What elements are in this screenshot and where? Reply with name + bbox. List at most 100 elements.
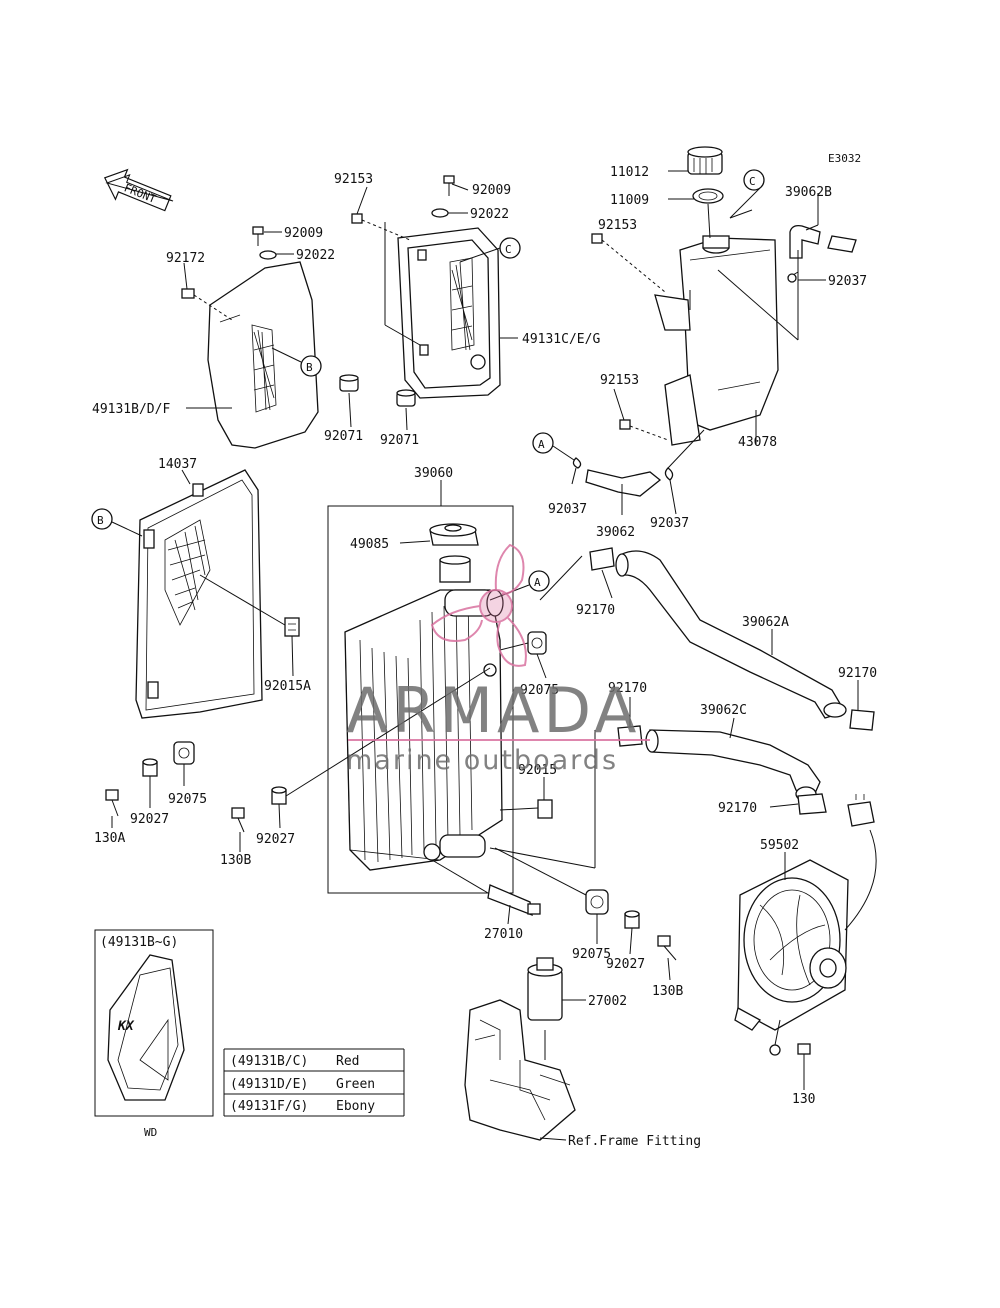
radiator-cap-49085 (429, 523, 479, 546)
label-92015A: 92015A (264, 679, 311, 694)
clamp-92037-a (787, 273, 797, 283)
collar-92027-c (624, 910, 640, 929)
inset-title: (49131B~G) (100, 935, 178, 950)
label-92037-a: 92037 (828, 274, 867, 289)
label-92027-c: 92027 (606, 957, 645, 972)
ref-b-1 (300, 355, 322, 377)
label-92037-b: 92037 (548, 502, 587, 517)
reservoir-cap-11012 (687, 146, 723, 175)
ref-c-2-label: C (505, 243, 512, 256)
clip-92015A (284, 617, 300, 637)
ref-b-1-label: B (306, 361, 313, 374)
label-92037-c: 92037 (650, 516, 689, 531)
leader-lines (111, 170, 859, 1141)
label-130B-b: 130B (652, 984, 683, 999)
color-row-2-part: (49131F/G) (230, 1099, 308, 1114)
label-92075-c: 92075 (572, 947, 611, 962)
label-92022-top: 92022 (470, 207, 509, 222)
color-row-1-color: Green (336, 1077, 375, 1092)
label-92071-b: 92071 (380, 433, 419, 448)
clamp-92170-b (849, 709, 875, 731)
collar-92027-b (271, 786, 287, 805)
frame-bracket (464, 999, 576, 1141)
propeller-logo-icon (430, 543, 527, 667)
bolt-92153-top (351, 213, 363, 224)
shroud-left (207, 261, 319, 449)
ref-c-1 (743, 169, 765, 191)
label-130A: 130A (94, 831, 125, 846)
color-row-0-part: (49131B/C) (230, 1054, 308, 1069)
watermark-brand: ARMADA (346, 674, 640, 747)
front-arrow-icon: FRONT (103, 168, 174, 212)
label-39062A: 39062A (742, 615, 789, 630)
inset-box (94, 929, 214, 1117)
sensor-27010 (487, 884, 541, 917)
decal-logo: KX (117, 1019, 135, 1034)
label-92170-a: 92170 (576, 603, 615, 618)
label-92153-mid: 92153 (598, 218, 637, 233)
collar-92027-a (142, 758, 158, 777)
label-92170-b: 92170 (838, 666, 877, 681)
washer-92022-left (259, 250, 277, 260)
clamp-92037-b (572, 457, 582, 469)
color-row-1-part: (49131D/E) (230, 1077, 308, 1092)
bolt-130B-a (231, 807, 245, 833)
radiator-frame-box (327, 505, 514, 894)
label-92153-low: 92153 (600, 373, 639, 388)
label-92153-top: 92153 (334, 172, 373, 187)
bolt-130 (797, 1043, 811, 1070)
bolt-92153-mid (591, 233, 603, 244)
grommet-92071-a (339, 374, 359, 392)
label-130B-a: 130B (220, 853, 251, 868)
label-39062: 39062 (596, 525, 635, 540)
label-92015: 92015 (518, 763, 557, 778)
label-92009-left: 92009 (284, 226, 323, 241)
bolt-130A (105, 789, 119, 817)
label-59502: 59502 (760, 838, 799, 853)
screw-92009-left (252, 226, 264, 246)
ref-b-2-label: B (97, 514, 104, 527)
radiator-guard-14037 (135, 469, 263, 719)
color-row-2-color: Ebony (336, 1099, 375, 1114)
label-92170-c: 92170 (608, 681, 647, 696)
clamp-92170-d (797, 793, 827, 815)
hose-39062A (615, 550, 847, 719)
hose-39062C (645, 729, 821, 802)
clamp-92037-c (664, 467, 674, 481)
grommet-92075-b (173, 741, 195, 765)
fan-switch-27002 (527, 957, 563, 1021)
label-92027-b: 92027 (256, 832, 295, 847)
hose-39062 (585, 469, 662, 497)
label-92027-a: 92027 (130, 812, 169, 827)
shroud-right (397, 227, 501, 399)
label-49085: 49085 (350, 537, 389, 552)
label-130: 130 (792, 1092, 815, 1107)
label-92022-left: 92022 (296, 248, 335, 263)
color-row-0-color: Red (336, 1054, 359, 1069)
label-27010: 27010 (484, 927, 523, 942)
gasket-11009 (692, 188, 724, 204)
inset-caption: WD (144, 1126, 157, 1139)
label-43078: 43078 (738, 435, 777, 450)
ref-a-2-label: A (534, 576, 541, 589)
grommet-92075-c (585, 889, 609, 915)
label-92009-top: 92009 (472, 183, 511, 198)
label-49131BDF: 49131B/D/F (92, 402, 170, 417)
bolt-92153-low (619, 419, 631, 430)
ref-c-1-label: C (749, 175, 756, 188)
screw-92009-top (443, 175, 455, 196)
grommet-92075-a (527, 631, 547, 655)
label-39062B: 39062B (785, 185, 832, 200)
label-49131CEG: 49131C/E/G (522, 332, 600, 347)
decal-shape: KX (107, 954, 185, 1101)
label-ref-frame-fitting: Ref.Frame Fitting (568, 1134, 701, 1149)
washer-92022-top (431, 208, 449, 218)
label-92075-a: 92075 (520, 683, 559, 698)
bolt-130B-b (657, 935, 677, 961)
hose-39062B (789, 224, 857, 259)
label-39060: 39060 (414, 466, 453, 481)
watermark: ARMADA marine outboards (346, 543, 650, 776)
label-27002: 27002 (588, 994, 627, 1009)
